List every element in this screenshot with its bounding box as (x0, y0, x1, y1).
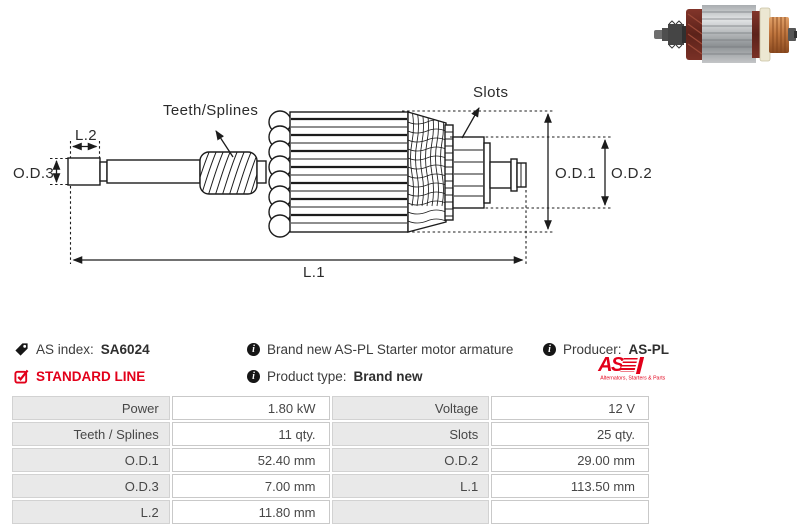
dim-label-l2: L.2 (75, 127, 97, 144)
dim-label-teeth-splines: Teeth/Splines (163, 102, 258, 119)
as-pl-logo-mark: AS (586, 355, 654, 375)
table-row: L.2 11.80 mm (12, 500, 649, 524)
spec-label: Voltage (331, 396, 490, 420)
dim-label-od2: O.D.2 (611, 165, 652, 182)
spec-label: Slots (331, 422, 490, 446)
dim-label-od3: O.D.3 (13, 165, 54, 182)
info-icon: i (247, 342, 260, 356)
table-row: Teeth / Splines 11 qty. Slots 25 qty. (12, 422, 649, 446)
commutator-segments (454, 149, 483, 197)
producer-label: Producer: (563, 341, 622, 357)
core-laminations-thick (291, 117, 407, 217)
producer-value: AS-PL (628, 341, 670, 357)
info-icon: i (247, 369, 260, 383)
washer (510, 158, 518, 192)
spec-value: 7.00 mm (171, 474, 330, 498)
as-index-value: SA6024 (100, 341, 150, 357)
as-pl-logo-stripes (620, 358, 638, 372)
shaft-end-cap (67, 157, 101, 186)
spec-value: 52.40 mm (171, 448, 330, 472)
info-icon: i (543, 342, 556, 356)
table-row: O.D.1 52.40 mm O.D.2 29.00 mm (12, 448, 649, 472)
slots-leader (461, 107, 480, 139)
spec-label: O.D.1 (12, 448, 170, 472)
standard-line: STANDARD LINE (14, 368, 145, 384)
armature-drawing (67, 110, 527, 238)
commutator-flange (483, 142, 491, 204)
spec-value: 12 V (491, 396, 649, 420)
spec-value: 1.80 kW (171, 396, 330, 420)
as-pl-logo: AS Alternators, Starters & Parts (586, 355, 666, 385)
photo-armature (654, 5, 797, 63)
core-laminations-thin (291, 126, 407, 224)
dim-label-l1: L.1 (303, 264, 325, 281)
product-photo[interactable] (652, 2, 798, 66)
standard-line-label: STANDARD LINE (36, 368, 146, 384)
spec-label (331, 500, 490, 524)
spec-value: 11 qty. (171, 422, 330, 446)
commutator (452, 136, 485, 209)
tag-icon (15, 342, 28, 356)
riser-segments (445, 131, 453, 217)
checkbox-checked-icon (14, 369, 29, 384)
spec-label: L.1 (331, 474, 490, 498)
teeth-splines-leader (215, 130, 234, 158)
dim-label-od1: O.D.1 (555, 165, 596, 182)
spec-value: 11.80 mm (171, 500, 330, 524)
as-index-line: AS index: SA6024 (14, 341, 150, 357)
spec-label: Power (12, 396, 170, 420)
product-type-value: Brand new (353, 368, 423, 384)
description-line: i Brand new AS-PL Starter motor armature (247, 341, 513, 357)
product-type-label: Product type: (267, 368, 347, 384)
as-pl-logo-text: AS (598, 354, 624, 376)
description-text: Brand new AS-PL Starter motor armature (267, 341, 514, 357)
winding-mesh (408, 112, 446, 224)
spec-label: O.D.3 (12, 474, 170, 498)
extension-lines (50, 110, 611, 264)
spec-value (491, 500, 649, 524)
spec-value: 29.00 mm (491, 448, 649, 472)
product-type-line: i Product type: Brand new (247, 368, 423, 384)
as-pl-logo-subtext: Alternators, Starters & Parts (600, 375, 666, 381)
spline-hatching (200, 152, 257, 194)
shaft-right (489, 161, 512, 189)
dimension-arrows (52, 107, 609, 264)
laminated-core (289, 111, 409, 233)
shaft-neck (99, 161, 108, 182)
spec-label: O.D.2 (331, 448, 490, 472)
as-index-label: AS index: (36, 341, 94, 357)
end-winding-left (268, 110, 292, 238)
dim-label-slots: Slots (473, 84, 508, 101)
spec-value: 25 qty. (491, 422, 649, 446)
shaft (106, 159, 201, 184)
spec-value: 113.50 mm (491, 474, 649, 498)
table-row: O.D.3 7.00 mm L.1 113.50 mm (12, 474, 649, 498)
spec-label: L.2 (12, 500, 170, 524)
producer-line: i Producer: AS-PL (543, 341, 669, 357)
spec-label: Teeth / Splines (12, 422, 170, 446)
spec-table: Power 1.80 kW Voltage 12 V Teeth / Splin… (10, 394, 651, 526)
table-row: Power 1.80 kW Voltage 12 V (12, 396, 649, 420)
dimension-diagram: Teeth/Splines Slots L.2 O.D.3 O.D.1 O.D.… (13, 84, 652, 281)
shaft-neck-2 (256, 160, 267, 184)
